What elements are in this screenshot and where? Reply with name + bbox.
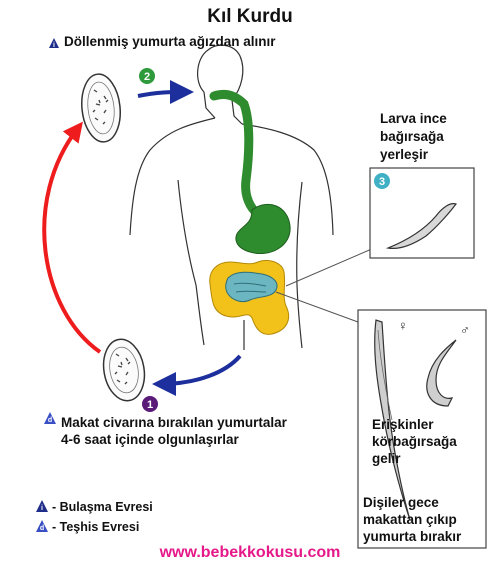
adult-caption-2: Dişiler gece makattan çıkıp yumurta bıra…	[363, 495, 462, 544]
step-2-caption: Döllenmiş yumurta ağızdan alınır	[64, 34, 276, 49]
human-body-outline	[129, 44, 334, 350]
stomach	[235, 204, 291, 254]
svg-text:1: 1	[147, 399, 153, 411]
legend-infective-label: - Bulaşma Evresi	[52, 500, 153, 514]
legend-diagnostic-icon: d	[36, 520, 48, 532]
red-cycle-arrow	[42, 121, 102, 354]
blue-arrow-to-mouth	[137, 80, 194, 105]
larva-icon	[385, 203, 457, 249]
svg-text:♀: ♀	[398, 318, 408, 333]
step-1-caption: Makat civarına bırakılan yumurtalar 4-6 …	[61, 415, 287, 447]
male-worm-icon	[426, 339, 457, 407]
svg-text:i: i	[41, 505, 43, 512]
egg-bottom-left	[102, 338, 146, 402]
step-3-caption: Larva ince bağırsağa yerleşir	[380, 111, 447, 162]
svg-text:d: d	[48, 417, 52, 424]
digestive-system	[209, 89, 291, 335]
leader-lines	[275, 247, 375, 323]
svg-text:♂: ♂	[460, 322, 470, 337]
diagnostic-stage-icon: d	[44, 412, 56, 424]
adult-worms-panel: ♀ ♂	[357, 309, 487, 549]
egg-top-left	[81, 73, 121, 143]
legend-infective-icon: i	[36, 500, 48, 512]
small-intestine	[225, 271, 278, 303]
blue-arrow-to-egg	[152, 354, 242, 396]
svg-text:i: i	[53, 42, 55, 49]
website-link[interactable]: www.bebekkokusu.com	[159, 544, 341, 561]
adult-caption-1: Erişkinler körbağırsağa gelir	[372, 417, 457, 466]
svg-text:2: 2	[144, 71, 150, 83]
legend-diagnostic-label: - Teşhis Evresi	[52, 520, 140, 534]
female-worm-icon	[374, 319, 411, 521]
esophagus	[209, 89, 263, 219]
step-2-marker: 2	[139, 68, 155, 84]
step-1-marker: 1	[142, 396, 158, 412]
diagram-title: Kıl Kurdu	[207, 6, 293, 27]
infective-stage-icon: i	[49, 38, 59, 49]
svg-text:d: d	[40, 525, 44, 532]
larva-panel: 3	[369, 167, 475, 259]
svg-text:3: 3	[379, 176, 385, 188]
